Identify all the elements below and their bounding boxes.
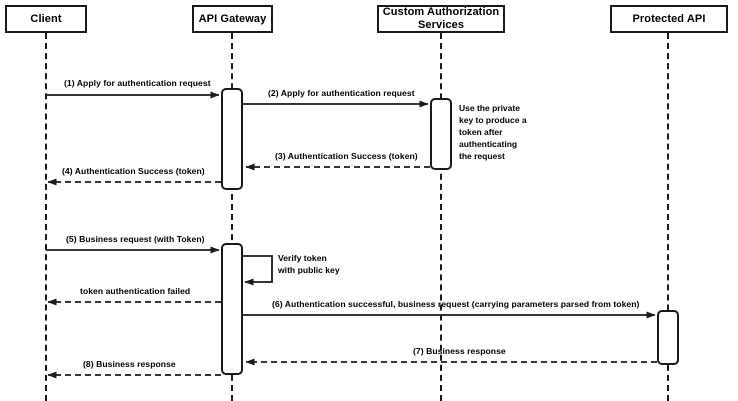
participant-api-gateway[interactable]: API Gateway	[192, 5, 273, 33]
note-line-2: key to produce a	[459, 115, 527, 126]
lifeline-client	[45, 33, 47, 401]
self-message-label-line2: with public key	[278, 265, 340, 276]
participant-client-label: Client	[30, 12, 62, 25]
message-label-4: (4) Authentication Success (token)	[62, 166, 205, 176]
note-line-3: token after	[459, 127, 503, 138]
activation-protected-api	[657, 310, 679, 365]
message-label-6: (6) Authentication successful, business …	[272, 299, 640, 309]
participant-protected-api-label: Protected API	[632, 12, 706, 25]
message-label-2: (2) Apply for authentication request	[268, 88, 415, 98]
self-message-label-line1: Verify token	[278, 253, 327, 263]
note-line-5: the request	[459, 151, 505, 162]
participant-client[interactable]: Client	[5, 5, 87, 33]
lifeline-protapi	[667, 33, 669, 401]
lifeline-gateway	[231, 33, 233, 401]
self-message-label-verify-token: Verify token with public key	[278, 252, 340, 277]
participant-protected-api[interactable]: Protected API	[610, 5, 728, 33]
activation-gateway-business	[221, 243, 243, 375]
message-label-3: (3) Authentication Success (token)	[275, 151, 418, 161]
participant-api-gateway-label: API Gateway	[198, 12, 267, 25]
message-label-token-auth-failed: token authentication failed	[80, 286, 191, 296]
participant-custom-authorization-services-label: Custom Authorization Services	[382, 6, 500, 31]
note-line-1: Use the private	[459, 103, 520, 113]
self-message-verify-token	[243, 255, 273, 286]
note-private-key: Use the private key to produce a token a…	[459, 102, 539, 163]
participant-custom-authorization-services[interactable]: Custom Authorization Services	[377, 5, 505, 33]
activation-authsvc	[430, 98, 452, 170]
note-line-4: authenticating	[459, 139, 518, 150]
activation-gateway-auth	[221, 88, 243, 190]
message-label-8: (8) Business response	[83, 359, 176, 369]
lifeline-authsvc	[440, 33, 442, 401]
message-label-7: (7) Business response	[413, 346, 506, 356]
message-label-5: (5) Business request (with Token)	[66, 234, 205, 244]
message-label-1: (1) Apply for authentication request	[64, 78, 211, 88]
